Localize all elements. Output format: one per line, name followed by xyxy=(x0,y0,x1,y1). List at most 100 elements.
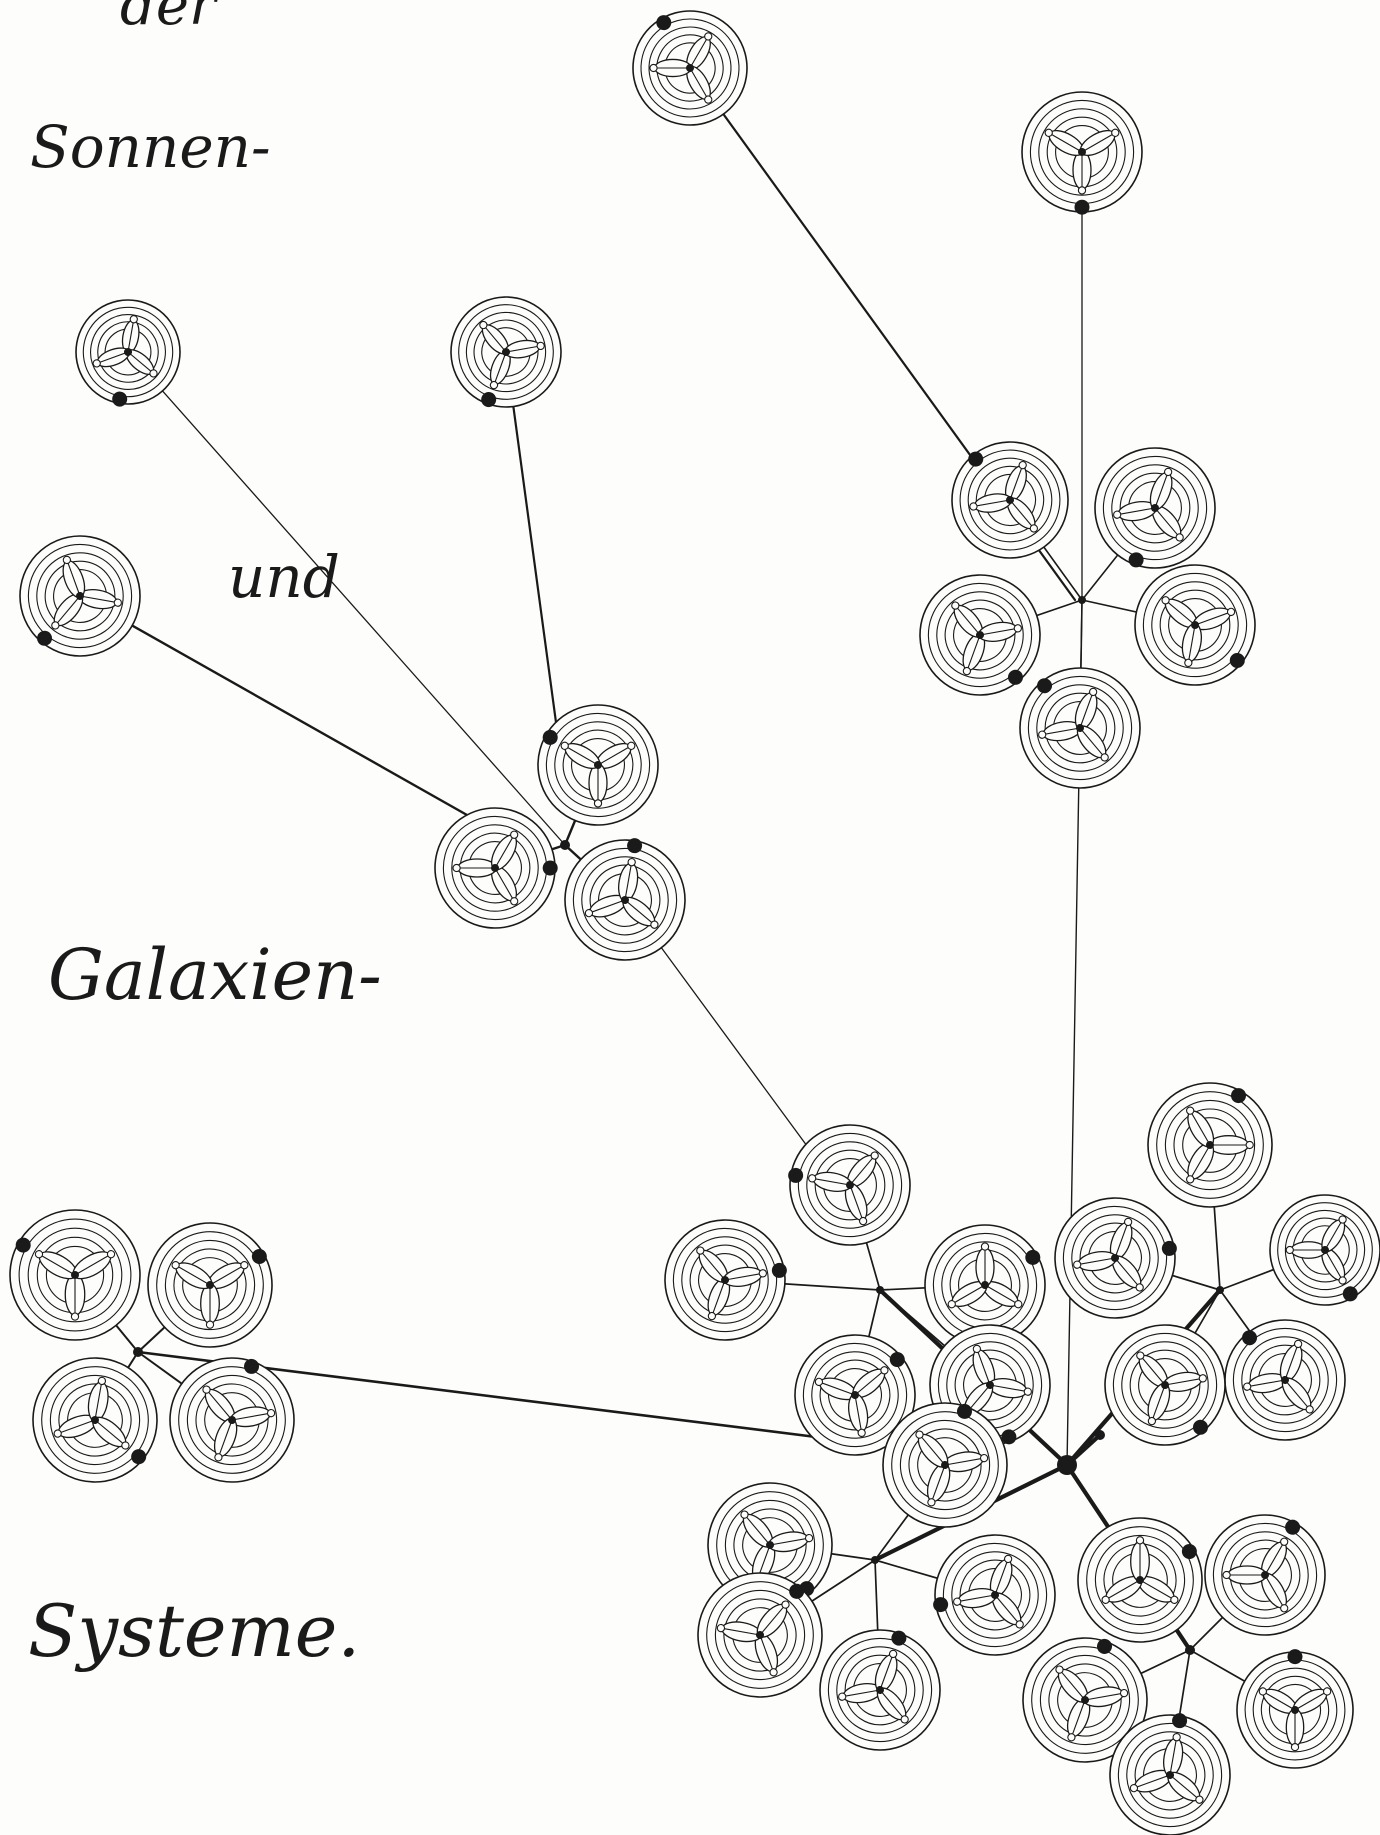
orbit-ring xyxy=(442,815,548,921)
orbit-axis xyxy=(94,1419,126,1446)
planet-dot xyxy=(1088,687,1098,697)
solar-system xyxy=(919,574,1041,696)
planet-dot xyxy=(704,32,713,41)
planet-dot xyxy=(593,799,603,808)
hub-dot xyxy=(1057,1455,1077,1475)
orbit-ring xyxy=(806,1141,894,1229)
planet-dot xyxy=(740,1510,749,1519)
planet-dot xyxy=(510,830,519,839)
dark-planet xyxy=(1229,652,1245,668)
dark-planet xyxy=(1128,552,1144,568)
planet-dot xyxy=(915,1430,924,1439)
planet-dot xyxy=(121,1441,130,1450)
planet-dot xyxy=(92,359,101,368)
hub-dot xyxy=(560,840,570,850)
solar-system xyxy=(1236,1649,1354,1769)
orbit-axis xyxy=(1164,1377,1203,1386)
planet-dot xyxy=(1175,533,1184,542)
word-sonnen: Sonnen- xyxy=(30,113,271,181)
orbit-lobe xyxy=(230,1406,276,1428)
planet-dot xyxy=(205,1320,215,1329)
orbit-axis xyxy=(994,1594,1020,1625)
sun-dot xyxy=(594,761,602,769)
planet-dot xyxy=(870,1151,879,1160)
orbit-axis xyxy=(483,325,507,353)
orbit-ring xyxy=(706,1581,814,1689)
orbit-axis xyxy=(854,1370,885,1396)
orbit-axis xyxy=(711,1279,726,1316)
planet-dot xyxy=(1123,1217,1133,1227)
sun-dot xyxy=(1261,1571,1269,1579)
orbit-axis xyxy=(79,595,118,604)
orbit-ring xyxy=(1284,1209,1366,1291)
dark-planet xyxy=(933,1597,949,1613)
planet-dot xyxy=(1029,524,1039,533)
orbit-ring xyxy=(932,1232,1038,1338)
orbit-axis xyxy=(1105,1579,1141,1601)
dark-planet xyxy=(1231,1088,1246,1104)
planet-dot xyxy=(584,908,594,918)
hub-dot xyxy=(1216,1286,1224,1294)
planet-dot xyxy=(838,1692,847,1701)
solar-system xyxy=(434,807,558,929)
orbit-lobe xyxy=(1066,1697,1091,1742)
orbit-axis xyxy=(1165,600,1196,626)
orbit-lobe xyxy=(87,1376,109,1422)
orbit-lobe xyxy=(489,350,511,390)
word-systeme: Systeme. xyxy=(28,1589,361,1673)
orbit-lobe xyxy=(686,65,713,104)
orbit-ring xyxy=(1102,455,1208,561)
planet-dot xyxy=(880,1366,889,1375)
orbit-ring xyxy=(1036,684,1124,772)
orbit-ring xyxy=(899,1419,991,1511)
planet-dot xyxy=(97,1376,107,1386)
orbit-axis xyxy=(721,1627,761,1636)
hub-dot xyxy=(1078,596,1086,604)
orbit-ring xyxy=(1117,1722,1223,1828)
orbit-ring xyxy=(927,582,1033,688)
orbit-lobe xyxy=(707,1277,731,1321)
orbit-ring xyxy=(967,457,1053,543)
connection-line xyxy=(78,594,492,830)
planet-dot xyxy=(129,315,138,324)
planet-dot xyxy=(266,1408,276,1418)
planet-dot xyxy=(857,1428,866,1437)
orbit-ring xyxy=(672,1227,778,1333)
planet-dot xyxy=(1147,1416,1157,1426)
planet-dot xyxy=(113,598,122,607)
sun-dot xyxy=(1321,1246,1329,1254)
planet-dot xyxy=(979,1453,989,1463)
planet-dot xyxy=(1258,1687,1268,1696)
dark-planet xyxy=(1007,669,1023,685)
orbit-axis xyxy=(854,1394,863,1433)
orbit-ring xyxy=(827,1637,933,1743)
hub-dot xyxy=(876,1286,884,1294)
orbit-lobe xyxy=(1074,687,1098,731)
orbit-lobe xyxy=(618,858,639,902)
planet-dot xyxy=(560,741,569,750)
planet-dot xyxy=(814,1377,824,1387)
orbit-ring xyxy=(802,1342,908,1448)
dark-planet xyxy=(1001,1429,1017,1445)
orbit-axis xyxy=(74,1254,111,1276)
orbit-ring xyxy=(1038,108,1126,196)
orbit-axis xyxy=(689,36,709,69)
orbit-lobe xyxy=(1055,1665,1089,1703)
orbit-axis xyxy=(973,499,1011,507)
connection-line xyxy=(504,350,562,754)
orbit-axis xyxy=(94,1381,103,1421)
solar-systems xyxy=(9,10,1380,1835)
sun-dot xyxy=(76,592,84,600)
planet-dot xyxy=(947,1300,956,1309)
orbit-axis xyxy=(1247,1379,1286,1388)
solar-system xyxy=(450,296,562,408)
orbit-axis xyxy=(1042,727,1081,736)
dark-planet xyxy=(1161,1240,1177,1256)
sun-dot xyxy=(1006,496,1014,504)
orbit-ring xyxy=(1086,1526,1194,1634)
dark-planet xyxy=(131,1449,147,1465)
orbit-ring xyxy=(1111,464,1199,552)
orbit-lobe xyxy=(207,1261,249,1290)
planet-dot xyxy=(1322,1687,1332,1696)
